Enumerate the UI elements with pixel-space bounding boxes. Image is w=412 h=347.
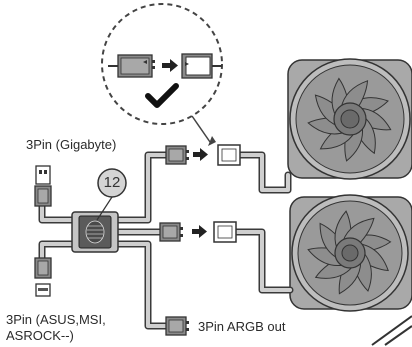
middle-output-connector bbox=[160, 223, 183, 241]
step-number: 12 bbox=[97, 174, 127, 191]
argb-hub-icon bbox=[72, 212, 118, 252]
arrow-right-icon bbox=[192, 225, 207, 238]
label-argb-out: 3Pin ARGB out bbox=[198, 319, 285, 334]
argb-out-connector bbox=[166, 317, 189, 335]
fan-top-connector bbox=[218, 145, 240, 165]
asus-3pin-connector bbox=[35, 258, 51, 296]
corner-lines bbox=[372, 316, 412, 345]
gigabyte-3pin-connector bbox=[35, 166, 51, 206]
top-output-connector bbox=[166, 146, 189, 164]
fan-top bbox=[288, 59, 412, 179]
zoom-callout bbox=[102, 4, 222, 146]
label-asus-line2: ASROCK--) bbox=[6, 328, 74, 343]
label-asus-line1: 3Pin (ASUS,MSI, bbox=[6, 312, 106, 327]
fan-bottom bbox=[290, 195, 412, 311]
arrow-right-icon bbox=[193, 148, 208, 161]
label-gigabyte: 3Pin (Gigabyte) bbox=[26, 137, 116, 152]
fan-bottom-connector bbox=[214, 222, 236, 242]
